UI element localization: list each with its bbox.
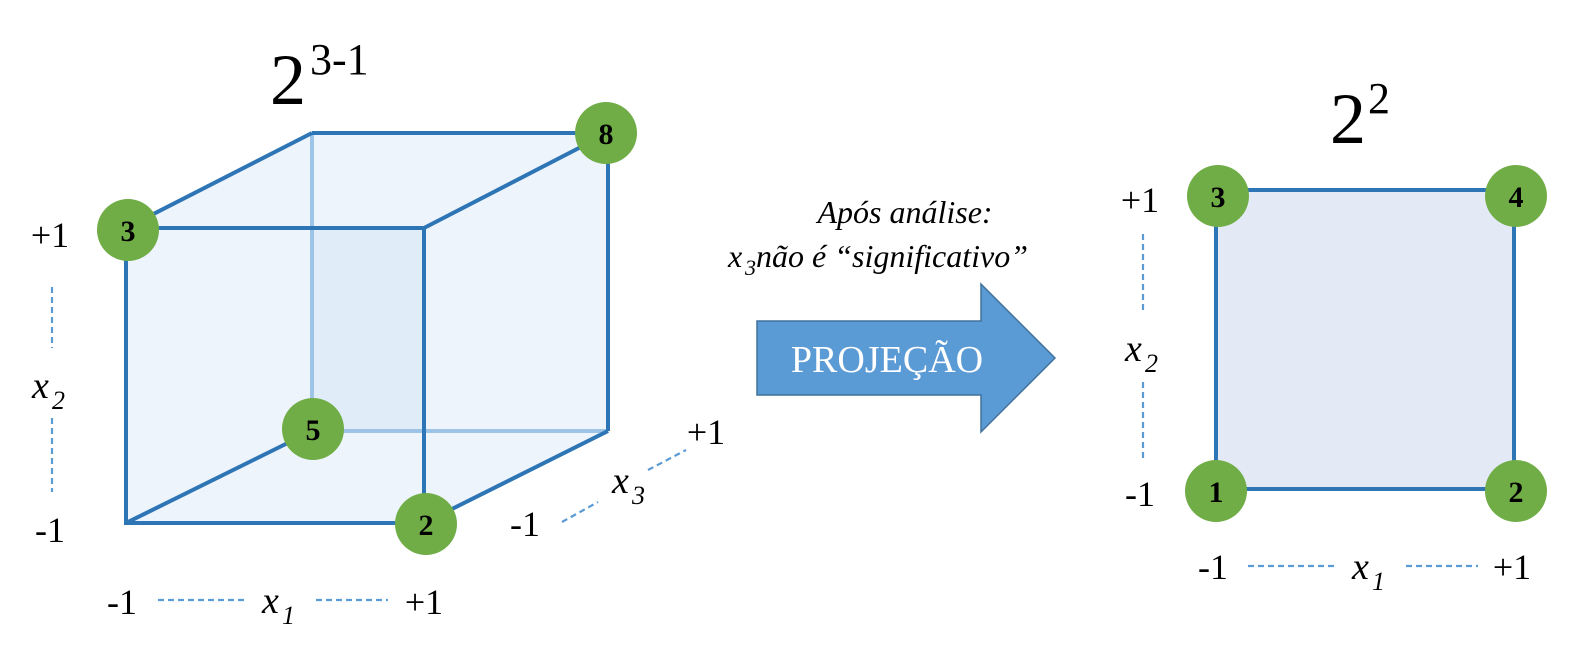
- cube-edge-top-right: [423, 131, 609, 230]
- axis-x2-max: +1: [1121, 180, 1159, 220]
- arrow-shape: [756, 282, 1057, 434]
- right-title: 2 2: [1330, 74, 1390, 159]
- square-diagram: 3 4 1 2: [1185, 165, 1547, 522]
- axis-x3-dash-high: [647, 449, 687, 471]
- right-title-exponent: 2: [1368, 74, 1390, 123]
- node-label: 2: [419, 509, 434, 542]
- left-title-base: 2: [270, 40, 306, 120]
- note-rest: não é “significativo”: [756, 238, 1028, 274]
- right-title-base: 2: [1330, 79, 1366, 159]
- left-axis-x2: +1 x 2 -1: [31, 215, 69, 550]
- node-circle: [395, 493, 457, 555]
- note-var: x: [727, 238, 742, 274]
- node-circle: [575, 102, 637, 164]
- axis-x1-sub: 1: [1372, 567, 1385, 596]
- analysis-note: Após análise: x 3 não é “significativo”: [727, 194, 1028, 280]
- node-label: 3: [121, 215, 136, 248]
- axis-x3-dash-low: [561, 501, 599, 523]
- node-label: 3: [1211, 181, 1226, 214]
- axis-x3-min: -1: [510, 504, 540, 544]
- square-node-2: 2: [1485, 460, 1547, 522]
- axis-x1-sub: 1: [282, 601, 295, 630]
- axis-x1-min: -1: [1198, 547, 1228, 587]
- node-label: 2: [1509, 476, 1524, 509]
- axis-x2-var: x: [1124, 328, 1142, 370]
- left-title-exponent: 3-1: [310, 35, 369, 84]
- node-label: 8: [599, 118, 614, 151]
- cube-diagram: 3 8 5 2: [97, 102, 637, 555]
- node-label: 4: [1509, 181, 1524, 214]
- projection-arrow: PROJEÇÃO: [756, 282, 1057, 434]
- left-axis-x1: -1 x 1 +1: [107, 580, 443, 630]
- axis-x1-max: +1: [1493, 547, 1531, 587]
- axis-x2-min: -1: [1125, 474, 1155, 514]
- node-circle: [1485, 165, 1547, 227]
- cube-node-8: 8: [575, 102, 637, 164]
- axis-x2-sub: 2: [52, 386, 65, 415]
- square-node-4: 4: [1485, 165, 1547, 227]
- node-circle: [282, 398, 344, 460]
- cube-face-shading: [126, 133, 608, 523]
- axis-x3-max: +1: [687, 412, 725, 452]
- cube-node-5: 5: [282, 398, 344, 460]
- left-axis-x3: -1 x 3 +1: [510, 412, 725, 544]
- axis-x1-max: +1: [405, 582, 443, 622]
- square-border: [1214, 188, 1516, 491]
- cube-edge-bottom-right: [423, 429, 609, 525]
- axis-x3-var: x: [611, 460, 629, 502]
- node-circle: [1187, 165, 1249, 227]
- node-circle: [97, 199, 159, 261]
- node-label: 5: [306, 414, 321, 447]
- cube-node-2: 2: [395, 493, 457, 555]
- cube-node-3: 3: [97, 199, 159, 261]
- axis-x2-max: +1: [31, 215, 69, 255]
- cube-inner-face: [312, 228, 424, 431]
- note-sub: 3: [744, 255, 756, 280]
- cube-edge-top-left: [125, 131, 313, 230]
- node-label: 1: [1209, 476, 1224, 509]
- note-line-1: Após análise:: [815, 194, 992, 230]
- axis-x2-sub: 2: [1145, 349, 1158, 378]
- node-circle: [1185, 460, 1247, 522]
- axis-x3-sub: 3: [631, 481, 645, 510]
- cube-edge-diagonal-bottom-left: [125, 429, 313, 525]
- axis-x2-var: x: [31, 365, 49, 407]
- left-title: 2 3-1: [270, 35, 369, 120]
- axis-x1-min: -1: [107, 582, 137, 622]
- axis-x1-var: x: [1351, 546, 1369, 588]
- square-node-3: 3: [1187, 165, 1249, 227]
- right-axis-x1: -1 x 1 +1: [1198, 546, 1531, 596]
- right-axis-x2: +1 x 2 -1: [1121, 180, 1159, 514]
- arrow-label: PROJEÇÃO: [791, 339, 983, 381]
- cube-front-face: [124, 226, 426, 525]
- square-node-1: 1: [1185, 460, 1247, 522]
- axis-x1-var: x: [261, 580, 279, 622]
- node-circle: [1485, 460, 1547, 522]
- square-face: [1216, 190, 1514, 489]
- axis-x2-min: -1: [35, 510, 65, 550]
